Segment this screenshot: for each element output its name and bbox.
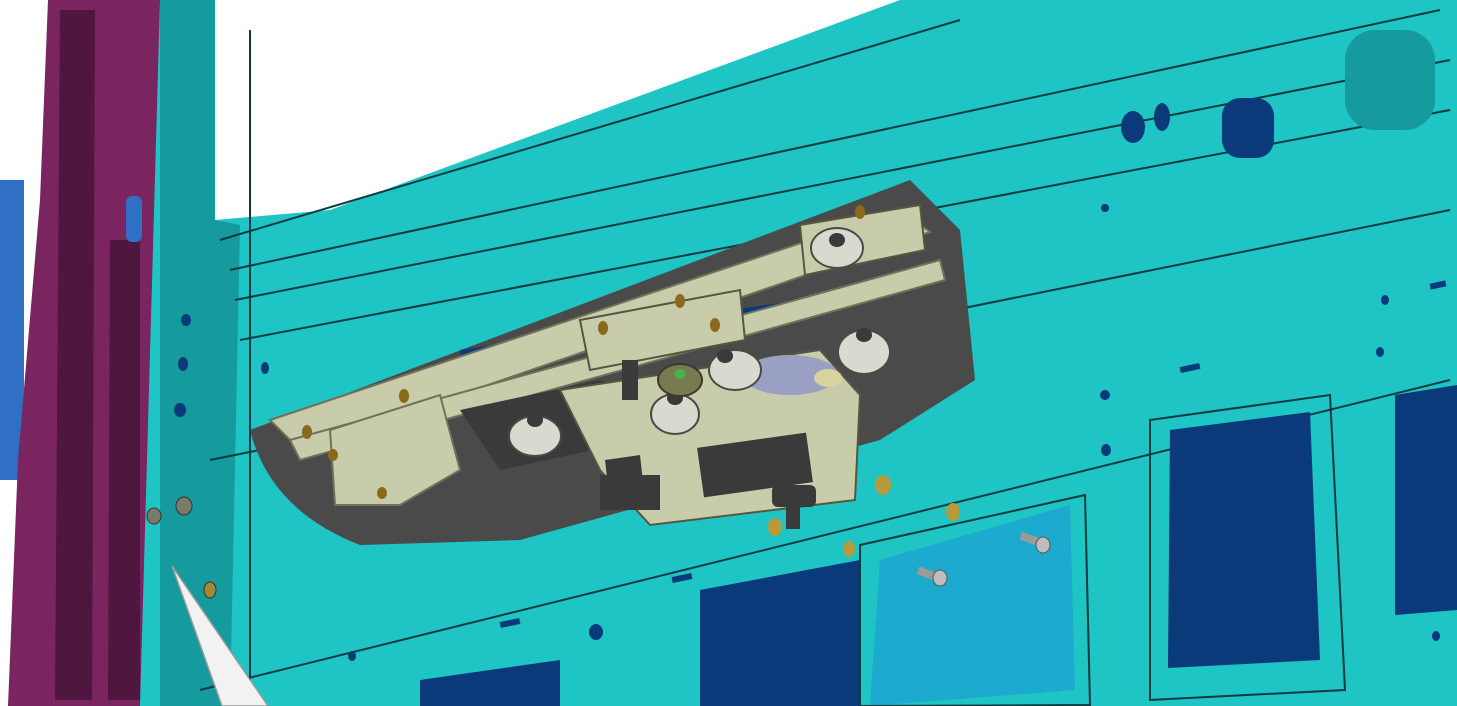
panel-frame-shade (160, 0, 240, 706)
opening (1395, 385, 1457, 615)
knob-shaft (786, 505, 800, 529)
bracket-window (697, 432, 813, 498)
slot (499, 617, 521, 629)
dot (178, 357, 188, 371)
washers (768, 475, 960, 557)
rivet (399, 389, 409, 403)
opening (1168, 412, 1320, 668)
washer (946, 503, 960, 521)
opening (420, 660, 560, 706)
rail-bracket (578, 288, 747, 372)
rivet (377, 487, 387, 499)
dot (1376, 347, 1384, 357)
window-regulator (268, 203, 947, 529)
opening-frame (1149, 393, 1347, 702)
roller (508, 413, 562, 457)
rivet (675, 294, 685, 308)
round-hole (1121, 111, 1145, 143)
b-pillar (0, 0, 160, 706)
opening (700, 560, 860, 706)
roller-hub (856, 328, 872, 342)
sprocket-hub (674, 369, 686, 379)
roller-hub (527, 413, 543, 427)
knob (772, 485, 816, 507)
round-hole (164, 180, 200, 220)
dot (348, 651, 356, 661)
washer (768, 518, 782, 536)
bolt-head (146, 507, 162, 525)
spring-coil (605, 455, 645, 505)
roller-hub (717, 349, 733, 363)
dot (1101, 444, 1111, 456)
dot (1100, 390, 1110, 400)
roller-disc (708, 349, 762, 391)
roller (837, 328, 891, 375)
bolt-head (203, 581, 217, 599)
dot (1381, 295, 1389, 305)
rivet (710, 318, 720, 332)
washer (875, 475, 891, 495)
cam (814, 369, 842, 387)
roller (810, 227, 864, 269)
rivet (598, 321, 608, 335)
round-hole (1154, 103, 1170, 131)
bolt-head (1035, 536, 1051, 554)
lower-openings (420, 385, 1457, 706)
slot-opening (1345, 30, 1435, 130)
rivet (855, 205, 865, 219)
rivet (302, 425, 312, 439)
roller-disc (810, 227, 864, 269)
drum-plate (742, 355, 838, 395)
sprocket (657, 363, 703, 397)
roller-hub (829, 233, 845, 247)
bolt-head (932, 569, 948, 587)
slot-opening (1222, 98, 1274, 158)
pillar-blue-edge (0, 180, 24, 480)
opening-inner (870, 505, 1075, 706)
rivets (302, 205, 865, 499)
roller (708, 349, 762, 391)
carrier-plate (328, 393, 462, 506)
upper-holes (164, 30, 1435, 220)
bolt (146, 496, 217, 599)
bolts (146, 496, 1051, 599)
dot (1101, 204, 1109, 212)
ridge-line (229, 9, 1441, 271)
ridge-line (219, 19, 961, 241)
washer (843, 541, 855, 557)
sprocket-disc (657, 363, 703, 397)
bolt (1019, 531, 1051, 554)
dot (261, 362, 269, 374)
dot (181, 314, 191, 326)
pillar-slot (126, 196, 142, 242)
dot (174, 403, 186, 417)
callout-leader-icon (171, 565, 269, 706)
post (622, 360, 638, 400)
rivet (328, 449, 338, 461)
pillar-shade (55, 10, 95, 700)
panel-dots (174, 204, 1447, 661)
slot (1179, 362, 1201, 374)
bolt-head (175, 496, 193, 516)
bolt (916, 566, 948, 587)
opening-frame (859, 493, 1092, 706)
pillar-recess (108, 240, 140, 700)
dot (1432, 631, 1440, 641)
slot (671, 572, 693, 584)
dot (589, 624, 603, 640)
slot (1429, 280, 1447, 290)
